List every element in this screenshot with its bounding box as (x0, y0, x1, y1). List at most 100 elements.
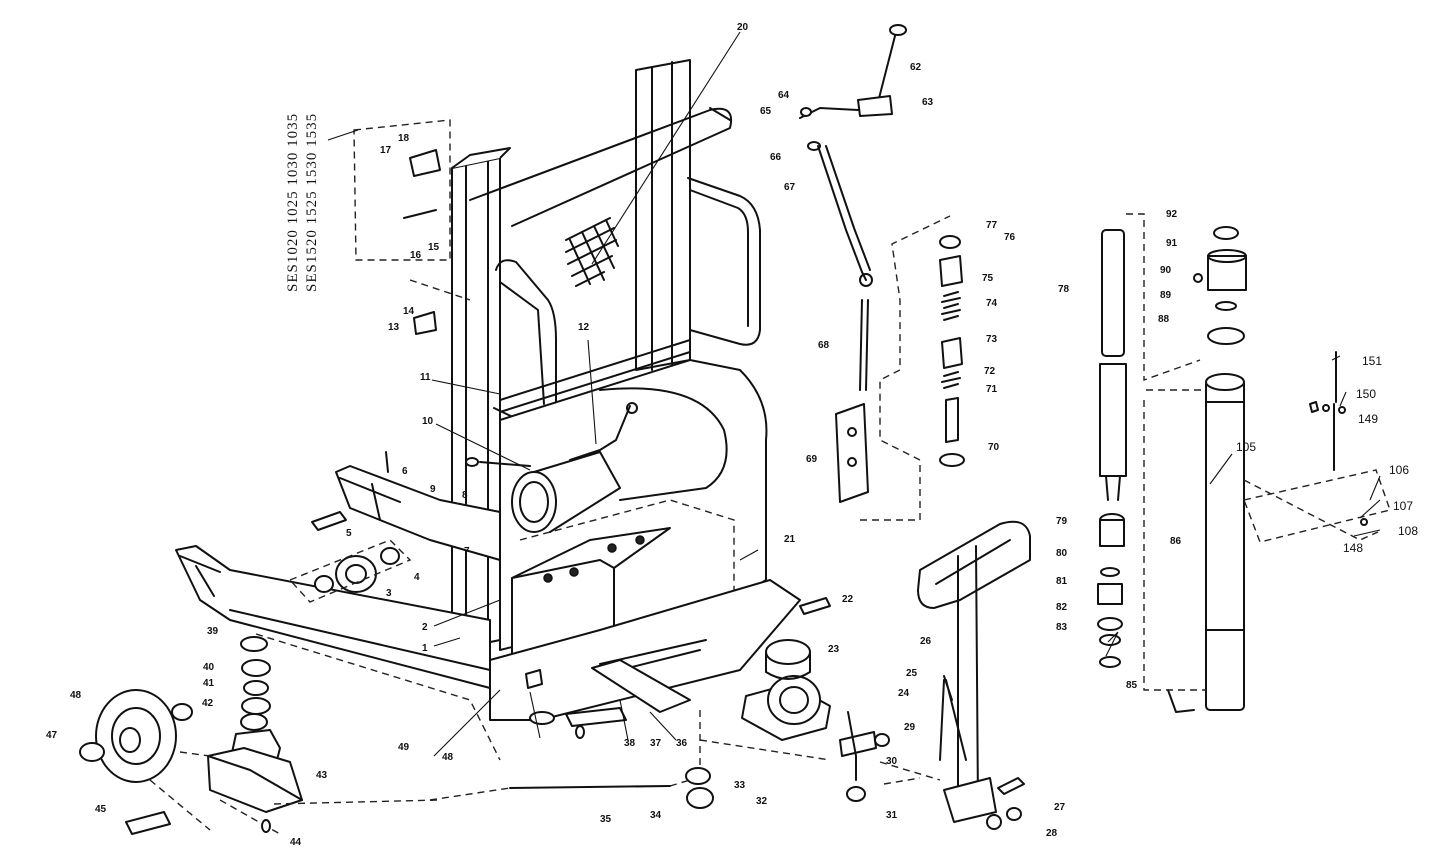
callout-65: 65 (760, 106, 772, 117)
callout-40: 40 (203, 662, 215, 673)
callout-90: 90 (1160, 265, 1172, 276)
callout-25: 25 (906, 668, 918, 679)
callout-33: 33 (734, 780, 746, 791)
callout-32: 32 (756, 796, 768, 807)
callout-91: 91 (1166, 238, 1178, 249)
callout-86: 86 (1170, 536, 1182, 547)
callout-9: 9 (430, 484, 436, 495)
callout-73: 73 (986, 334, 998, 345)
callout-24: 24 (898, 688, 910, 699)
callout-72: 72 (984, 366, 996, 377)
callout-79: 79 (1056, 516, 1068, 527)
callout-14: 14 (403, 306, 415, 317)
callout-29: 29 (904, 722, 916, 733)
callout-47: 48 (70, 690, 82, 701)
callout-41: 41 (203, 678, 215, 689)
callout-21: 21 (784, 534, 796, 545)
callout-37: 37 (650, 738, 662, 749)
callout-8: 8 (462, 490, 468, 501)
callout-48: 48 (442, 752, 454, 763)
callout-16: 16 (410, 250, 422, 261)
callout-2: 2 (422, 622, 428, 633)
callout-5: 5 (346, 528, 352, 539)
callout-66: 66 (770, 152, 782, 163)
callout-39: 39 (207, 626, 219, 637)
callout-4: 4 (414, 572, 420, 583)
callout-11: 11 (420, 372, 431, 383)
callout-3: 3 (386, 588, 392, 599)
callout-34: 34 (650, 810, 662, 821)
callout-13: 13 (388, 322, 400, 333)
callout-1: 1 (422, 643, 428, 654)
callout-23: 23 (828, 644, 840, 655)
callout-43: 43 (316, 770, 328, 781)
tiller-handle (699, 520, 1031, 830)
model-line-1: SES1020 1025 1030 1035 (285, 113, 301, 292)
callout-18: 18 (398, 133, 410, 144)
callout-68: 68 (818, 340, 830, 351)
drive-wheel-parts (429, 597, 831, 809)
callout-15: 15 (428, 242, 440, 253)
callout-149: 149 (1358, 412, 1378, 426)
callout-83: 83 (1056, 622, 1068, 633)
callout-77: 77 (986, 220, 998, 231)
callout-26: 26 (920, 636, 932, 647)
callout-36: 36 (676, 738, 688, 749)
body-cover (489, 359, 801, 721)
callout-30: 30 (886, 756, 898, 767)
callout-92: 92 (1166, 209, 1178, 220)
leader-lines (327, 31, 1381, 757)
callout-67: 67 (784, 182, 796, 193)
callout-49: 49 (398, 742, 410, 753)
callout-35: 35 (600, 814, 612, 825)
callout-70: 70 (988, 442, 1000, 453)
callout-85: 85 (1126, 680, 1138, 691)
callout-80: 80 (1056, 548, 1068, 559)
callout-78: 78 (1058, 284, 1070, 295)
callout-150: 150 (1356, 387, 1376, 401)
callout-151: 151 (1362, 354, 1382, 368)
model-designation: SES1020 1025 1030 1035 SES1520 1525 1530… (285, 113, 320, 292)
linkage-rod (799, 24, 951, 521)
callout-105: 105 (1236, 440, 1256, 454)
callout-17: 17 (380, 145, 392, 156)
forks (175, 465, 501, 689)
callout-106: 106 (1389, 463, 1409, 477)
callout-76: 76 (1004, 232, 1016, 243)
callout-71: 71 (986, 384, 998, 395)
callout-42: 42 (202, 698, 214, 709)
callout-28: 28 (1046, 828, 1058, 839)
callout-45: 45 (95, 804, 107, 815)
callout-44: 44 (290, 837, 302, 848)
callout-10: 10 (422, 416, 434, 427)
callout-27: 27 (1054, 802, 1066, 813)
callout-38: 38 (624, 738, 636, 749)
callout-81: 81 (1056, 576, 1068, 587)
callout-88: 88 (1158, 314, 1170, 325)
callout-64: 64 (778, 90, 790, 101)
lift-cylinder (1097, 213, 1247, 713)
caster-assembly (79, 633, 501, 835)
callout-20: 20 (737, 22, 749, 33)
valve-stack (939, 235, 965, 467)
callout-62: 62 (910, 62, 922, 73)
callout-108: 108 (1398, 524, 1418, 538)
callout-labels: 20 18 17 15 16 14 13 12 11 10 6 9 8 5 7 … (46, 22, 1418, 848)
callout-69: 69 (806, 454, 818, 465)
callout-82: 82 (1056, 602, 1068, 613)
callout-7: 7 (464, 546, 470, 557)
callout-89: 89 (1160, 290, 1172, 301)
valve-small-parts (1243, 351, 1391, 543)
callout-46: 47 (46, 730, 58, 741)
callout-74: 74 (986, 298, 998, 309)
callout-63: 63 (922, 97, 934, 108)
model-line-2: SES1520 1525 1530 1535 (304, 113, 320, 292)
callout-75: 75 (982, 273, 994, 284)
callout-12: 12 (578, 322, 590, 333)
callout-6: 6 (402, 466, 408, 477)
callout-107: 107 (1393, 499, 1413, 513)
callout-148: 148 (1343, 541, 1363, 555)
callout-31: 31 (886, 810, 898, 821)
callout-22: 22 (842, 594, 854, 605)
